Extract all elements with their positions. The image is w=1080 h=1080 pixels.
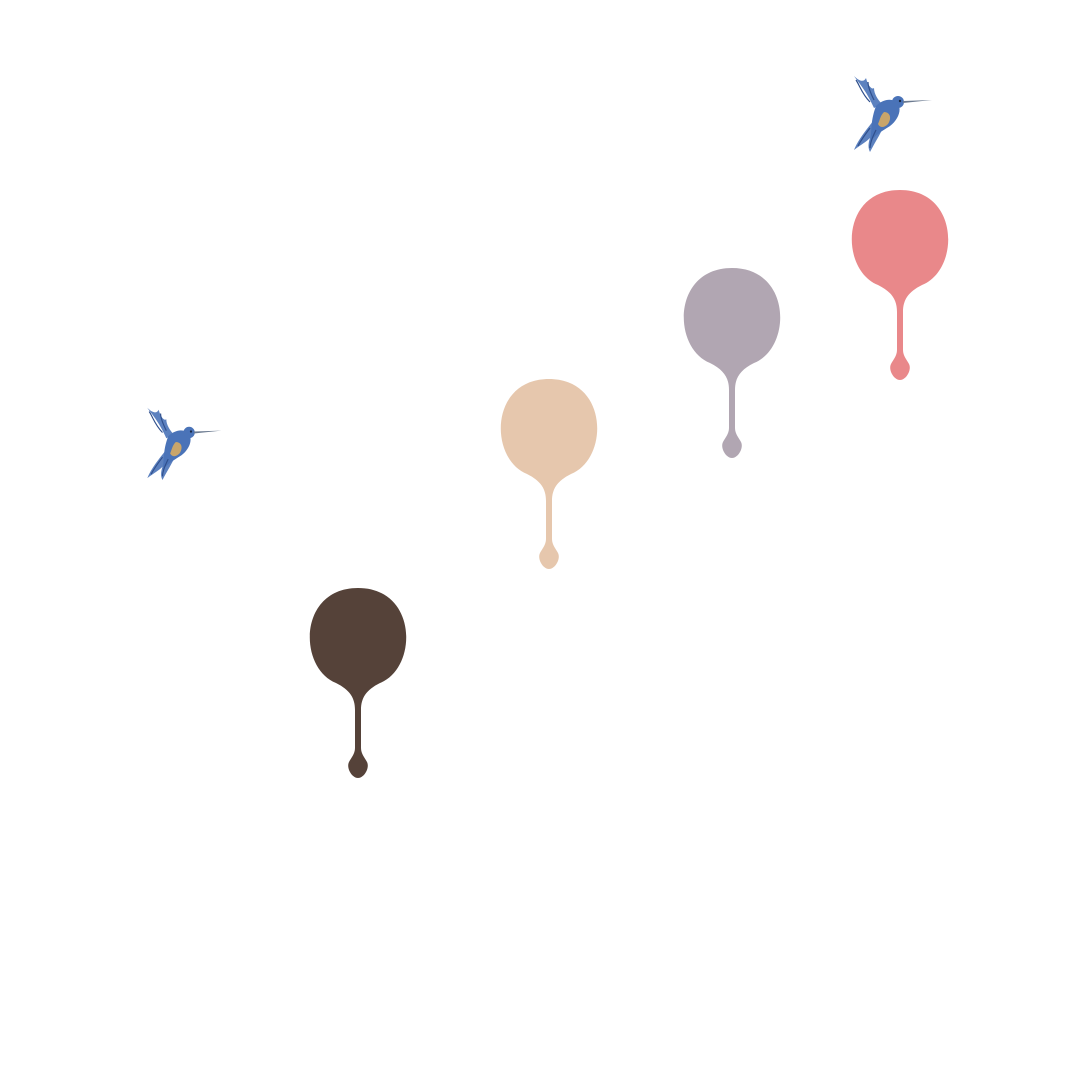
drop-3 (683, 268, 781, 458)
drops-layer (309, 190, 949, 778)
drop-1 (309, 588, 407, 778)
hummingbird-right-hummingbird-icon (853, 75, 933, 153)
hummingbird-left-hummingbird-icon (146, 407, 222, 481)
drop-4 (851, 190, 949, 380)
drop-2 (500, 379, 598, 569)
